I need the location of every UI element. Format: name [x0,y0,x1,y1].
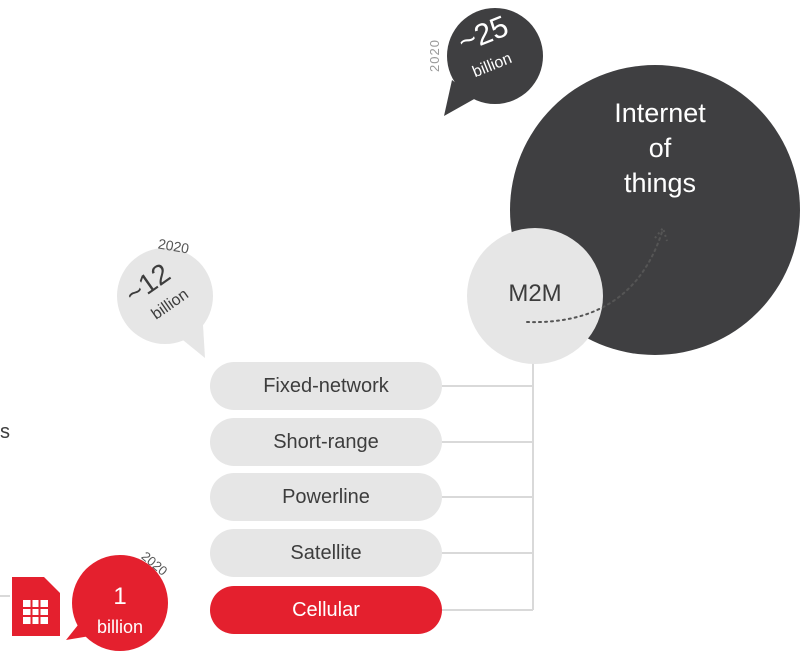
m2m-label: M2M [508,280,562,307]
network-short-range: Short-range [210,418,442,466]
bubble-1-unit: billion [96,617,144,637]
network-powerline: Powerline [210,473,442,521]
iot-label: Internet of things [580,96,740,201]
left-edge-text: s [0,421,10,443]
arrow-head-icon [654,225,668,242]
m2m-circle [467,228,603,364]
network-satellite: Satellite [210,529,442,577]
bubble-25-shape [444,8,543,116]
bubble-1-value: 1 [113,583,127,610]
bubble-1-shape [66,555,168,651]
network-fixed: Fixed-network [210,362,442,410]
iot-label-line1: Internet [614,98,706,128]
bubble-25-year: 2020 [426,39,442,72]
iot-label-line2: of [648,133,672,163]
bubble-12-shape [117,248,213,358]
network-cellular: Cellular [210,586,442,634]
connector-lines [0,355,534,611]
dotted-arrow [526,231,663,324]
sim-card-icon [12,577,60,636]
iot-label-line3: things [623,168,697,198]
